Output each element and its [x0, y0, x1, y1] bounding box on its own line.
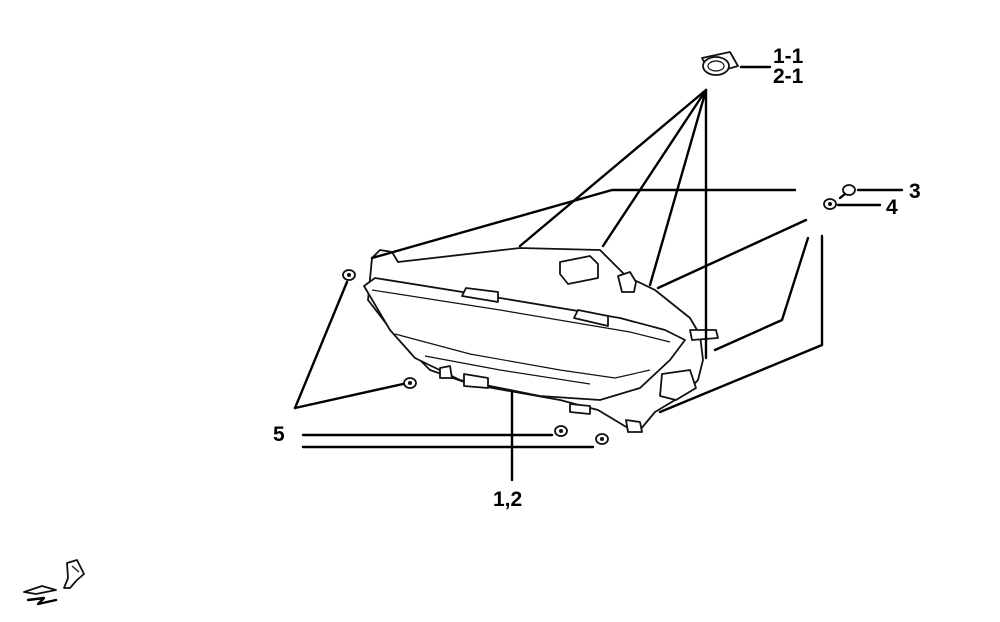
washer[interactable]: [823, 198, 837, 210]
callout-1-2[interactable]: 1,2: [493, 488, 523, 511]
callout-3[interactable]: 3: [909, 180, 921, 203]
grommet[interactable]: [595, 433, 609, 445]
callout-2-1[interactable]: 2-1: [773, 65, 804, 88]
grommet[interactable]: [554, 425, 568, 437]
front-direction-arrow-icon: [23, 559, 85, 606]
grommet[interactable]: [403, 377, 417, 389]
bulb-socket-cap[interactable]: [701, 51, 739, 76]
screw[interactable]: [838, 184, 856, 200]
callout-1-1[interactable]: 1-1: [773, 45, 804, 68]
grommet[interactable]: [342, 269, 356, 281]
leader-lines: [293, 65, 904, 482]
headlight-assembly[interactable]: [363, 247, 719, 433]
callout-4[interactable]: 4: [886, 196, 898, 219]
callout-5[interactable]: 5: [273, 423, 285, 446]
